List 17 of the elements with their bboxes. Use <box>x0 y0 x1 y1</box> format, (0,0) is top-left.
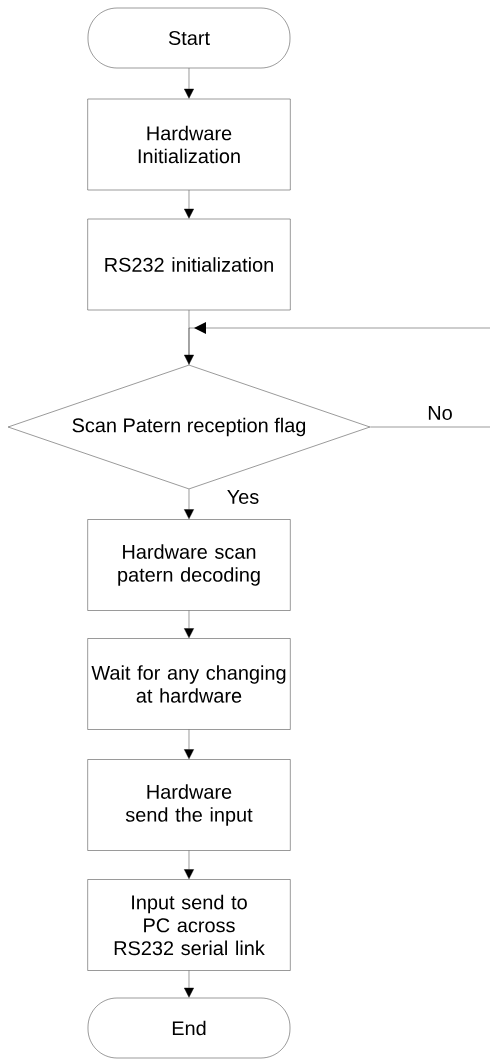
process-box: Wait for any changing at hardware <box>87 638 291 730</box>
loop-arrow <box>188 322 490 428</box>
arrow <box>184 850 194 880</box>
arrow <box>184 190 194 219</box>
process-box: Hardware send the input <box>87 759 291 851</box>
process-box: Hardware Initialization <box>87 98 291 191</box>
edge-label: Yes <box>225 489 261 505</box>
arrow <box>184 489 194 520</box>
edge-label: No <box>426 405 454 421</box>
process-box: RS232 initialization <box>87 218 291 311</box>
arrow <box>184 729 194 760</box>
arrow <box>184 610 194 639</box>
arrow <box>184 68 194 99</box>
arrow <box>184 970 194 998</box>
arrow <box>184 310 194 365</box>
process-box: Hardware scan patern decoding <box>87 519 291 611</box>
process-box: Input send to PC across RS232 serial link <box>87 879 291 971</box>
